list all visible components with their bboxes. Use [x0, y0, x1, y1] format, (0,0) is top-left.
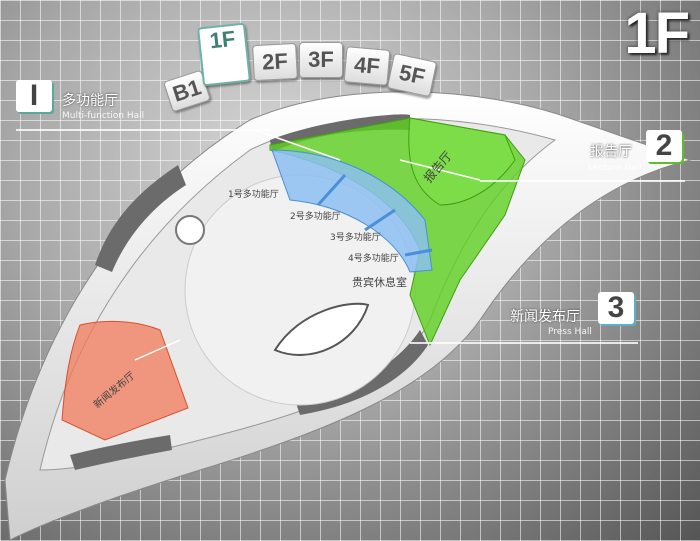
- legend-divider: [410, 342, 638, 344]
- leader-line: [254, 129, 341, 161]
- current-floor-title: 1F: [624, 1, 690, 66]
- room-label-hall3[interactable]: 3号多功能厅: [330, 233, 381, 243]
- column: [175, 215, 205, 245]
- floor-tab-3f[interactable]: 3F: [299, 42, 343, 78]
- room-label-hall4[interactable]: 4号多功能厅: [348, 254, 399, 264]
- leader-line: [134, 339, 181, 361]
- room-label-hall2[interactable]: 2号多功能厅: [290, 212, 341, 222]
- floor-tab-1f[interactable]: 1F: [197, 22, 251, 87]
- legend-name-en-2: Lecture Hall: [588, 163, 642, 173]
- hall-divider: [316, 173, 347, 207]
- multi-function-hall-zone: [271, 149, 433, 273]
- wall-segment: [95, 165, 186, 272]
- legend-name-en-1: Multi-function Hall: [62, 111, 145, 121]
- legend-name-cn-3: 新闻发布厅: [510, 309, 580, 325]
- room-label-vip[interactable]: 贵宾休息室: [352, 276, 407, 289]
- lecture-hall-seating: [408, 117, 516, 206]
- legend-name-en-3: Press Hall: [548, 327, 592, 337]
- floor-tab-4f[interactable]: 4F: [343, 46, 391, 86]
- legend-number-2: 2: [646, 129, 682, 162]
- floor-tab-2f[interactable]: 2F: [252, 42, 298, 82]
- hall-divider: [404, 248, 433, 257]
- oval-stage: [273, 302, 370, 356]
- wall-segment: [70, 435, 172, 470]
- legend-number-1: I: [16, 79, 52, 112]
- leader-line: [399, 159, 481, 181]
- room-label-hall1[interactable]: 1号多功能厅: [228, 190, 279, 200]
- hall-divider: [364, 208, 396, 232]
- legend-number-3: 3: [598, 291, 634, 324]
- legend-divider: [480, 180, 685, 182]
- legend-name-cn-1: 多功能厅: [62, 93, 118, 109]
- legend-divider: [16, 129, 271, 131]
- legend-name-cn-2: 报告厅: [590, 144, 632, 160]
